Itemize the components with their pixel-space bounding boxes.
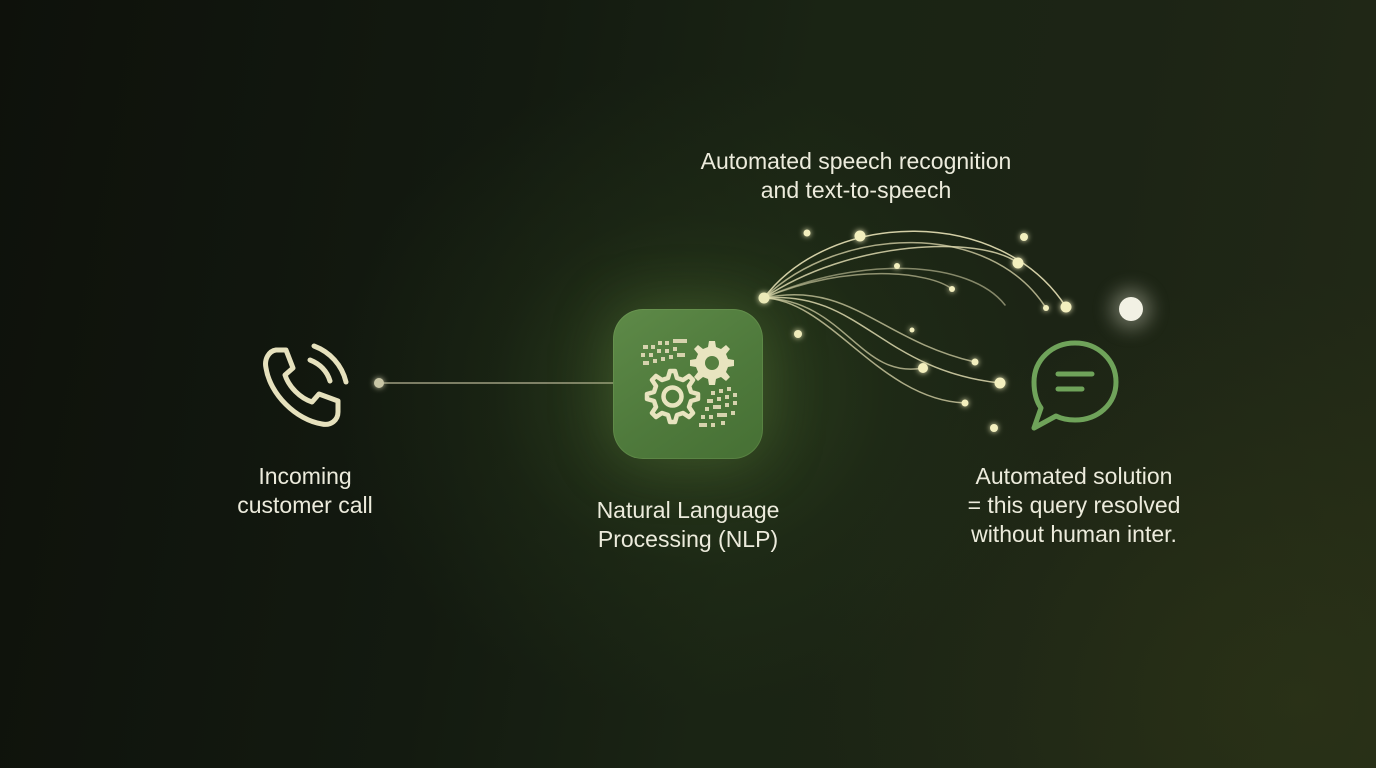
phone-ringing-icon	[252, 338, 352, 438]
nlp-label: Natural Language Processing (NLP)	[596, 497, 780, 552]
glowing-particles	[758, 229, 1072, 432]
gears-data-icon	[641, 339, 737, 427]
glow-orb	[1119, 297, 1143, 321]
call-line-endpoint	[374, 378, 384, 388]
nlp-processor-box	[613, 309, 763, 459]
incoming-call-label: Incoming customer call	[237, 463, 373, 518]
speech-fan-lines	[763, 230, 1067, 404]
speech-recognition-label: Automated speech recognition and text-to…	[700, 148, 1012, 203]
chat-bubble-icon	[1022, 334, 1128, 440]
automated-solution-label: Automated solution = this query resolved…	[967, 463, 1181, 547]
